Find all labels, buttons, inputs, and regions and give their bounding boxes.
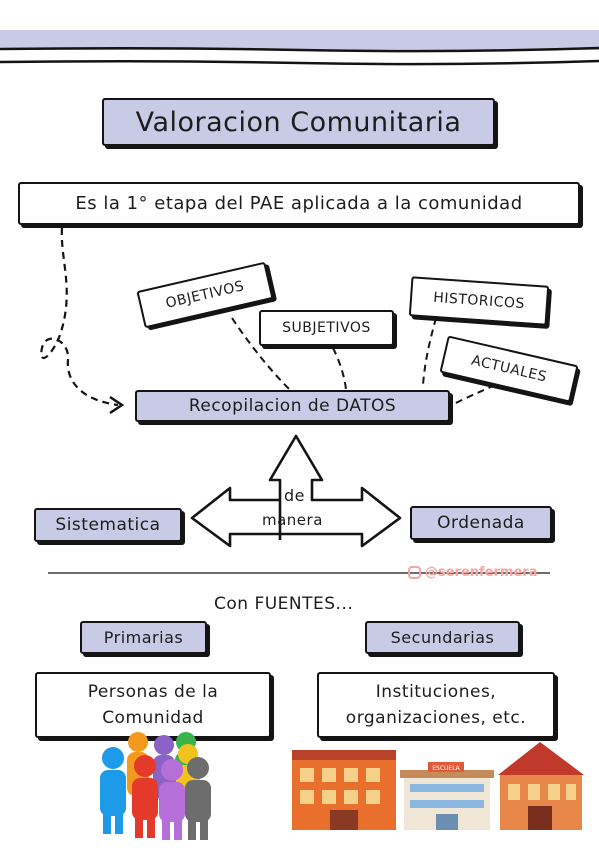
primary-desc-box: Personas de la Comunidad (35, 672, 271, 738)
manner-manera: manera (262, 511, 323, 529)
definition-text: Es la 1° etapa del PAE aplicada a la com… (75, 193, 523, 214)
manner-de: de (284, 486, 305, 505)
header-stripe (0, 30, 599, 66)
person-pink (159, 759, 185, 840)
primary-desc-line1: Personas de la (87, 682, 219, 702)
secundarias-box: Secundarias (365, 621, 520, 654)
building-right (498, 742, 584, 830)
subjetivos-label: SUBJETIVOS (282, 320, 371, 336)
ordenada-label: Ordenada (437, 513, 525, 533)
type-subjetivos: SUBJETIVOS (259, 310, 394, 346)
watermark-text: @serenfermera (425, 565, 538, 580)
primarias-label: Primarias (103, 628, 184, 647)
central-box: Recopilacion de DATOS (135, 390, 450, 422)
secondary-desc-box: Instituciones, organizaciones, etc. (317, 672, 555, 738)
sistematica-label: Sistematica (55, 515, 161, 535)
sources-heading: Con FUENTES... (214, 594, 354, 614)
sistematica-box: Sistematica (34, 508, 182, 542)
secundarias-label: Secundarias (390, 628, 495, 647)
primarias-box: Primarias (80, 621, 207, 654)
person-blue (100, 747, 126, 834)
title-box: Valoracion Comunitaria (102, 98, 495, 146)
page-title: Valoracion Comunitaria (135, 106, 462, 138)
primary-desc-line2: Comunidad (102, 708, 204, 728)
secondary-desc-line1: Instituciones, (375, 682, 497, 702)
central-text: Recopilacion de DATOS (188, 396, 397, 416)
school-sign: ESCUELA (432, 765, 460, 772)
person-gray (185, 757, 211, 840)
person-red (132, 755, 158, 838)
instagram-icon (408, 566, 421, 579)
ordenada-box: Ordenada (410, 506, 552, 540)
building-left (292, 750, 396, 830)
watermark: @serenfermera (408, 565, 537, 580)
secondary-desc-line2: organizaciones, etc. (345, 708, 527, 728)
building-school: ESCUELA (400, 762, 494, 830)
definition-box: Es la 1° etapa del PAE aplicada a la com… (18, 182, 580, 225)
